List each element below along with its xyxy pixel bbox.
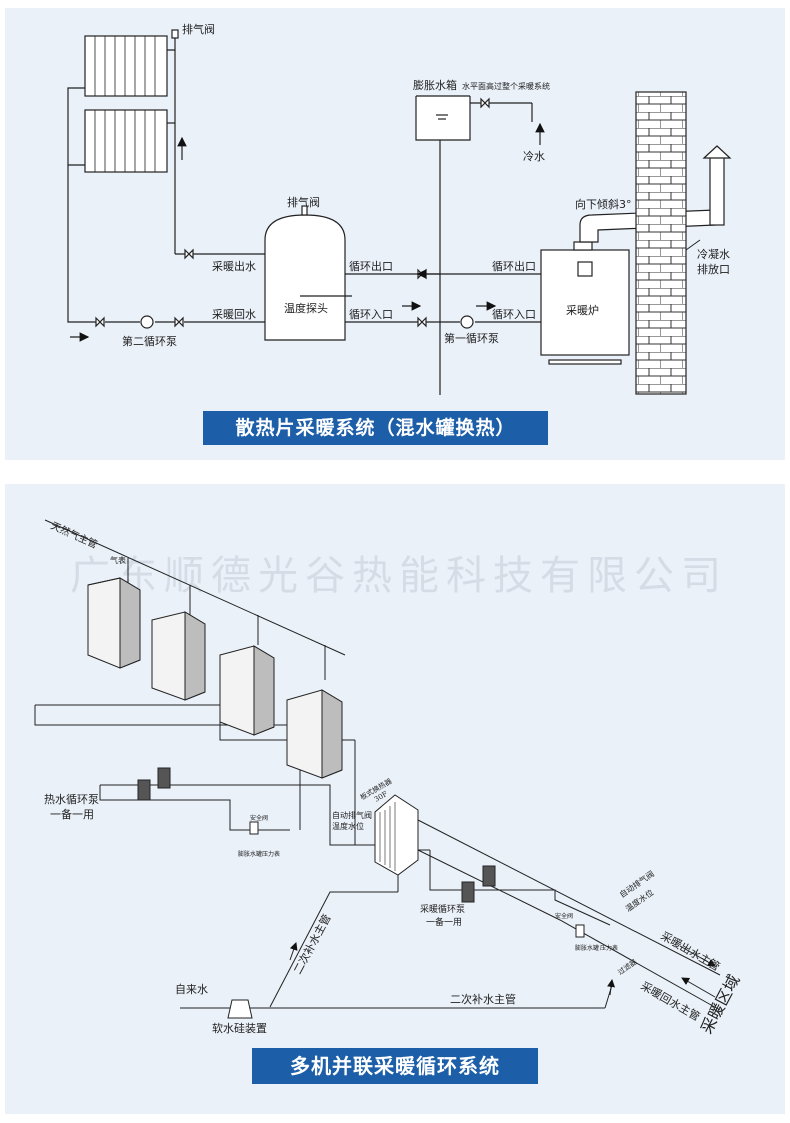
label-softener: 软水硅装置: [212, 1021, 267, 1035]
pump-icon: [140, 315, 154, 329]
banner-multi-boiler-system: 多机并联采暖循环系统: [252, 1048, 538, 1084]
label-gas-main: 天然气主管: [49, 519, 100, 551]
label-hot-pump-1: 热水循环泵: [44, 793, 99, 806]
boiler-cabinet-4: [286, 689, 343, 779]
label-hot-pump-2: 一备一用: [50, 807, 94, 821]
label-heating-out: 采暖出水: [212, 259, 256, 273]
label-loop-out-right: 循环出口: [492, 259, 536, 273]
label-safety-valve-1: 安全阀: [250, 814, 268, 822]
label-pressure-1: 压力表: [262, 850, 280, 858]
label-safety-valve-2: 安全阀: [555, 912, 573, 920]
label-expansion-tank: 膨胀水箱: [413, 78, 457, 92]
label-pump2: 第二循环泵: [122, 334, 177, 348]
label-heat-pump-2: 一备一用: [426, 916, 462, 928]
label-boiler: 采暖炉: [566, 304, 599, 317]
pump-icon: [137, 779, 151, 801]
label-secondary-main-diag: 二次补水主管: [290, 912, 333, 977]
pump-icon: [460, 315, 474, 329]
label-secondary-main: 二次补水主管: [450, 992, 516, 1006]
label-tilt: 向下倾斜3°: [575, 197, 632, 211]
label-expansion-1: 膨胀水罐: [238, 850, 262, 858]
label-loop-out-left: 循环出口: [349, 259, 393, 273]
label-condensate-1: 冷凝水: [697, 247, 730, 261]
water-softener: [227, 999, 253, 1019]
label-pressure-2: 压力表: [600, 944, 618, 952]
label-cold-water: 冷水: [523, 150, 545, 163]
multi-boiler-diagram: [34, 519, 721, 1019]
boiler-cabinets: [87, 577, 585, 938]
expansion-tank: [415, 96, 471, 141]
label-gas-meter: 气表: [110, 555, 126, 565]
pump-icon: [482, 865, 496, 887]
brick-wall: [635, 91, 687, 395]
boiler-cabinet-2: [151, 611, 206, 701]
pump-icon: [461, 881, 475, 903]
boiler-cabinet-3: [219, 645, 275, 736]
label-water-level-note: 水平面高过整个采暖系统: [462, 81, 550, 91]
banner-radiator-system: 散热片采暖系统（混水罐换热）: [203, 411, 548, 445]
buffer-tank: [264, 214, 346, 341]
label-vent-top: 排气阀: [182, 22, 215, 36]
label-expansion-2: 膨胀水罐: [575, 944, 599, 952]
label-heating-area: 采暖区域: [697, 971, 744, 1036]
label-condensate-2: 排放口: [697, 262, 730, 276]
label-filter: 过滤器: [616, 957, 638, 976]
radiator-icon: [84, 35, 168, 173]
label-temp-probe: 温度探头: [284, 301, 328, 315]
label-heating-return-main: 采暖回水主管: [639, 978, 703, 1023]
label-heating-out-main: 采暖出水主管: [659, 928, 723, 973]
label-vent-tank: 排气阀: [287, 195, 320, 209]
boiler-cabinet-1: [87, 577, 141, 669]
label-loop-in-left: 循环入口: [349, 308, 393, 321]
company-watermark: 广东顺德光谷热能科技有限公司: [70, 553, 728, 599]
plate-heat-exchanger: [374, 794, 419, 876]
pump-icon: [157, 767, 171, 789]
label-heat-pump-1: 采暖循环泵: [420, 903, 465, 915]
label-auto-vent-1: 自动排气阀: [332, 810, 372, 820]
label-auto-vent-2: 温度水位: [332, 821, 364, 831]
label-loop-in-right: 循环入口: [492, 308, 536, 321]
label-tap-water: 自来水: [175, 983, 208, 996]
label-heating-return: 采暖回水: [212, 308, 256, 321]
label-pump1: 第一循环泵: [444, 331, 499, 345]
